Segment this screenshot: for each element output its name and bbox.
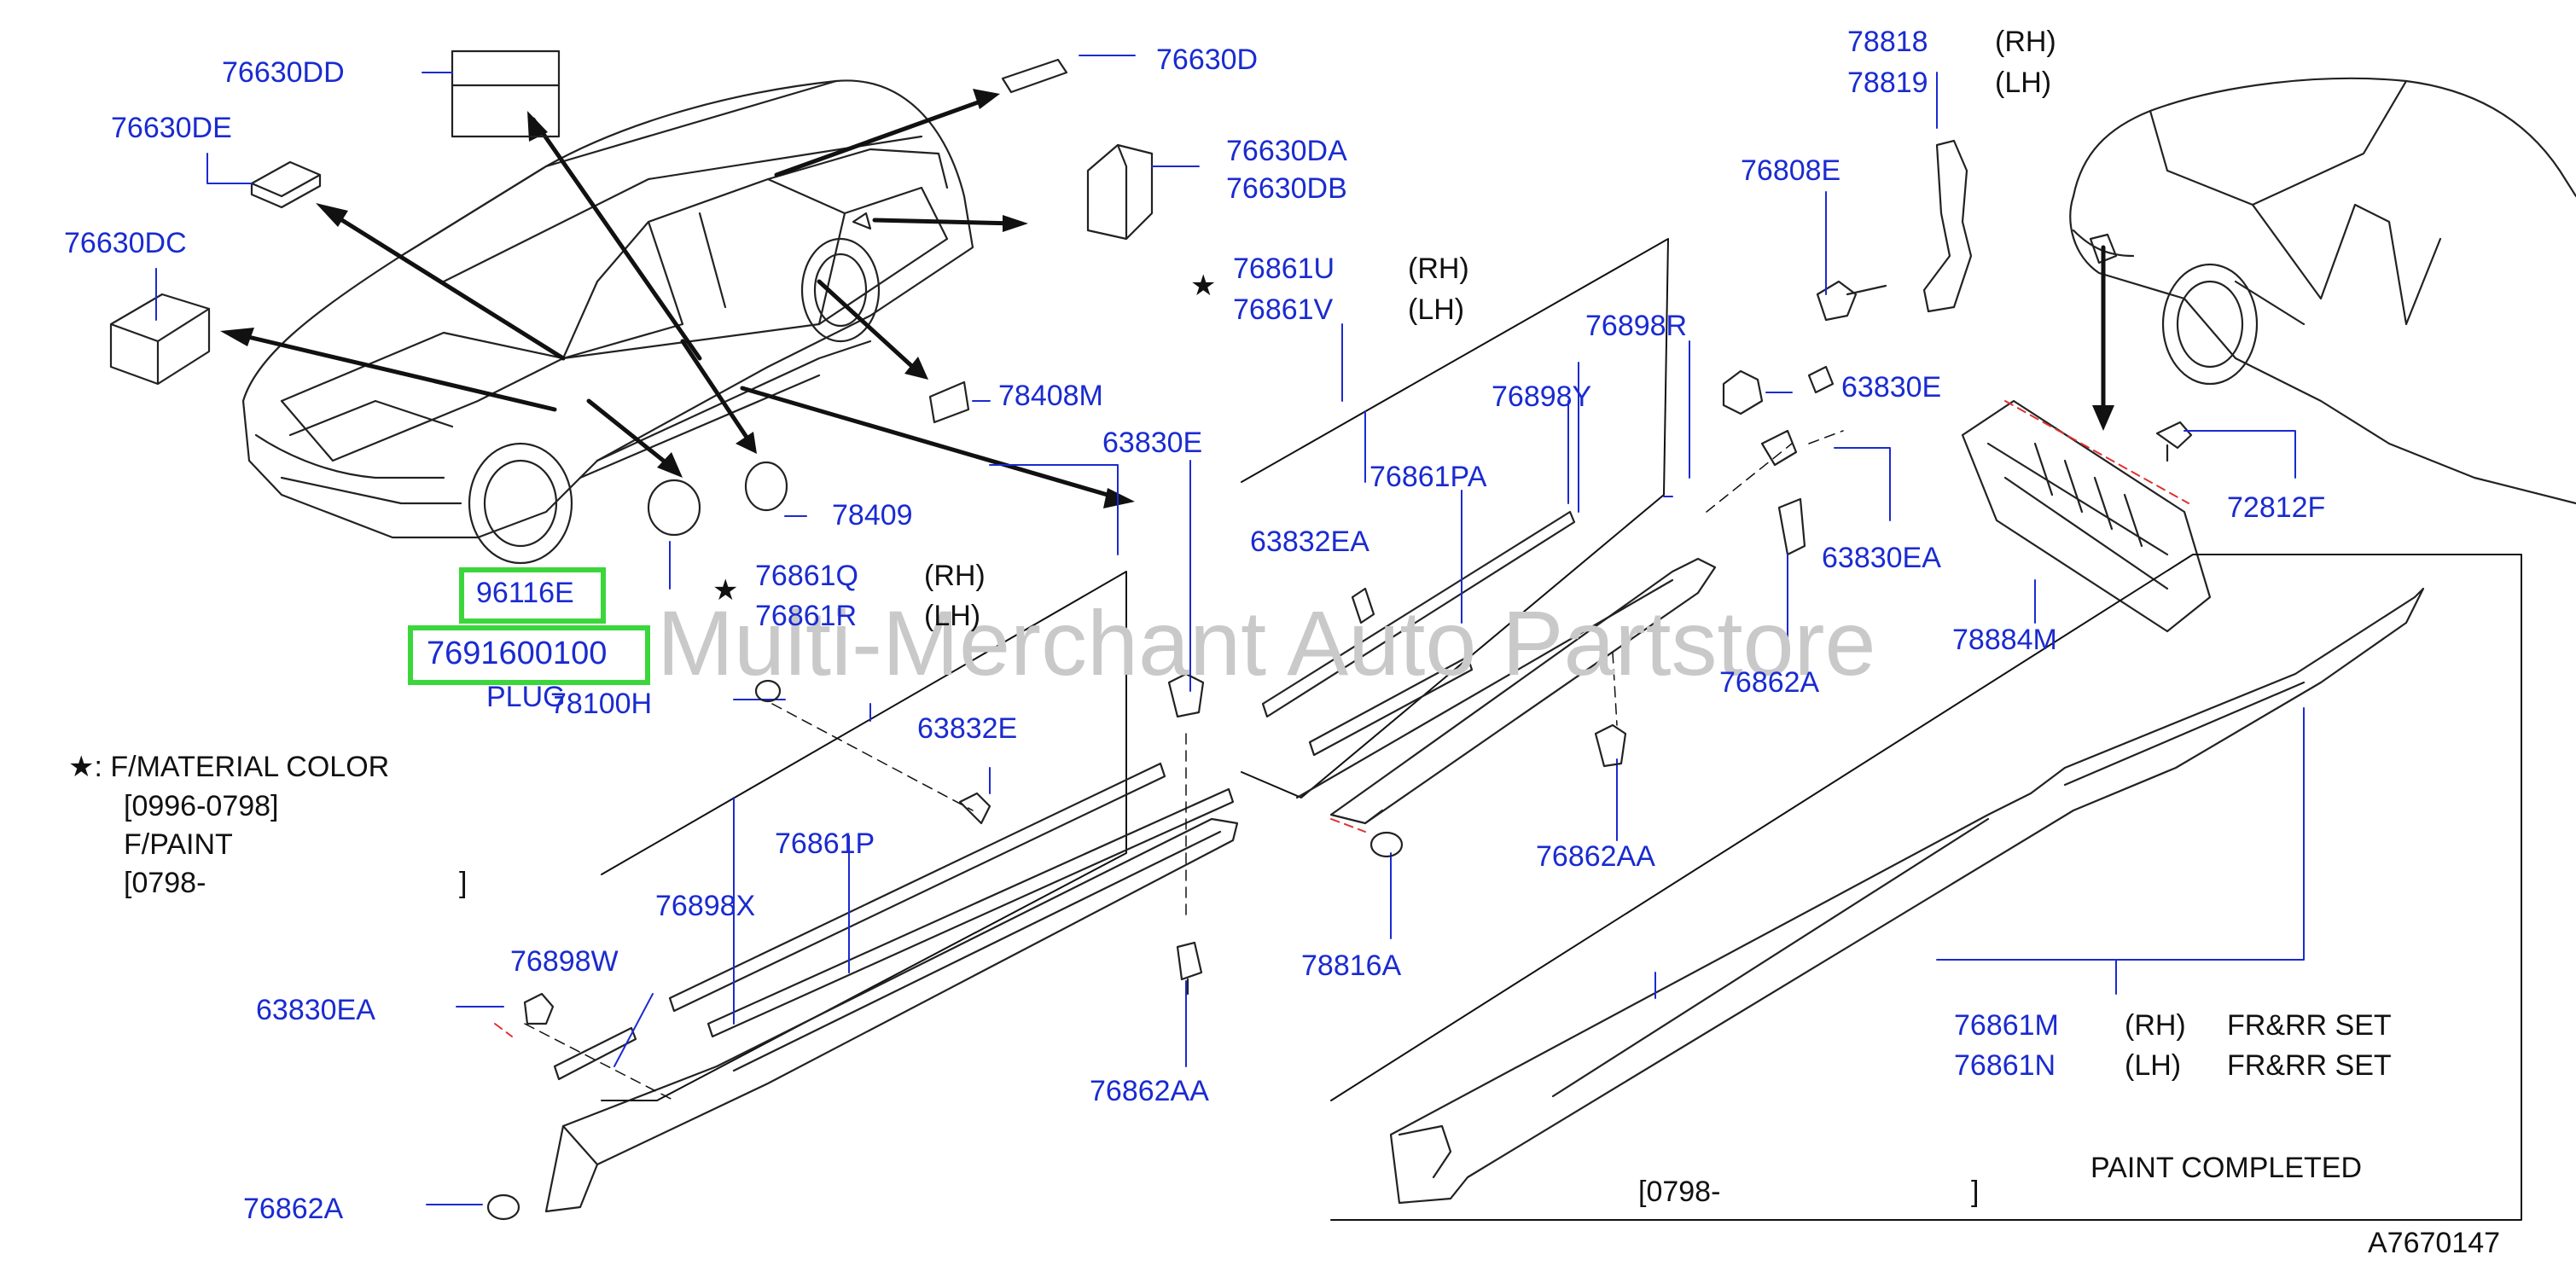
highlight-box-7691600100 <box>408 625 650 685</box>
label-plug: PLUG <box>486 681 566 713</box>
label-78818[interactable]: 78818 <box>1847 26 1928 58</box>
label-76861P[interactable]: 76861P <box>775 828 875 860</box>
label-76862A-mid[interactable]: 76862A <box>1719 666 1820 699</box>
label-76862AA-mid[interactable]: 76862AA <box>1536 840 1655 873</box>
label-76861V[interactable]: 76861V <box>1233 293 1334 326</box>
suffix-set-76861M: FR&RR SET <box>2227 1009 2392 1042</box>
label-63830E-top[interactable]: 63830E <box>1102 427 1203 459</box>
paint-date-open: [0798- <box>1638 1176 1721 1208</box>
suffix-rh-76861Q: (RH) <box>924 560 986 592</box>
label-76861R[interactable]: 76861R <box>755 600 858 632</box>
legend-line-2: [0996-0798] <box>124 790 279 822</box>
paint-completed-label: PAINT COMPLETED <box>2090 1152 2363 1184</box>
suffix-rh-76861U: (RH) <box>1408 253 1469 285</box>
label-76861U[interactable]: 76861U <box>1233 253 1335 285</box>
label-76630DB[interactable]: 76630DB <box>1226 172 1347 205</box>
suffix-rh-78818: (RH) <box>1995 26 2056 58</box>
label-76861PA[interactable]: 76861PA <box>1369 461 1487 493</box>
label-76898X[interactable]: 76898X <box>655 890 756 922</box>
callout-arrows <box>228 96 1125 502</box>
suffix-lh-76861R: (LH) <box>924 600 981 632</box>
label-76862AA-left[interactable]: 76862AA <box>1090 1075 1209 1107</box>
label-78409[interactable]: 78409 <box>832 499 913 531</box>
star-icon: ★ <box>1190 270 1217 302</box>
frame-76861U <box>1241 238 1669 799</box>
label-63832EA[interactable]: 63832EA <box>1250 526 1369 558</box>
label-63830EA-left[interactable]: 63830EA <box>256 994 375 1026</box>
label-72812F[interactable]: 72812F <box>2227 491 2326 524</box>
label-76630D[interactable]: 76630D <box>1156 44 1259 76</box>
mud-guard-78884M <box>1961 399 2212 633</box>
emblem-76630DD <box>451 49 561 87</box>
label-76630DC[interactable]: 76630DC <box>64 227 187 259</box>
label-63832E[interactable]: 63832E <box>917 712 1018 745</box>
label-76861Q[interactable]: 76861Q <box>755 560 858 592</box>
label-76861N[interactable]: 76861N <box>1954 1049 2056 1082</box>
label-76630DD[interactable]: 76630DD <box>222 56 345 89</box>
leader-lines <box>155 55 2305 1205</box>
label-76630DA[interactable]: 76630DA <box>1226 135 1347 167</box>
legend-line-1: ★: F/MATERIAL COLOR <box>68 751 390 783</box>
frame-76861M <box>1330 554 2522 1221</box>
diagram-id: A7670147 <box>2368 1227 2501 1259</box>
label-63830EA-right[interactable]: 63830EA <box>1822 542 1941 574</box>
suffix-lh-76861N: (LH) <box>2125 1049 2182 1082</box>
paint-date-close: ] <box>1971 1176 1980 1208</box>
label-96116E[interactable]: 96116E <box>476 577 574 609</box>
rear-car-illustration <box>2069 77 2576 505</box>
label-76808E[interactable]: 76808E <box>1741 154 1841 187</box>
suffix-lh-78819: (LH) <box>1995 67 2052 99</box>
label-63830E-mid[interactable]: 63830E <box>1841 371 1942 404</box>
label-78819[interactable]: 78819 <box>1847 67 1928 99</box>
label-78816A[interactable]: 78816A <box>1301 950 1402 982</box>
star-icon: ★ <box>712 574 739 607</box>
label-76861M[interactable]: 76861M <box>1954 1009 2059 1042</box>
legend-line-4-end: ] <box>459 867 468 899</box>
legend-line-3: F/PAINT <box>124 828 233 861</box>
watermark: Multi-Merchant Auto Partstore <box>657 591 1876 694</box>
label-76630DE[interactable]: 76630DE <box>111 112 232 144</box>
label-76862A-left[interactable]: 76862A <box>243 1193 344 1225</box>
label-76898W[interactable]: 76898W <box>510 945 619 978</box>
front-car-illustration <box>241 79 974 565</box>
suffix-rh-76861M: (RH) <box>2125 1009 2186 1042</box>
label-78408M[interactable]: 78408M <box>998 380 1103 412</box>
suffix-set-76861N: FR&RR SET <box>2227 1049 2392 1082</box>
label-7691600100[interactable]: 7691600100 <box>427 636 608 671</box>
legend-line-4: [0798- <box>124 867 206 899</box>
highlight-box-96116E <box>459 567 606 624</box>
label-76898R[interactable]: 76898R <box>1585 310 1688 342</box>
suffix-lh-76861V: (LH) <box>1408 293 1465 326</box>
label-78100H[interactable]: 78100H <box>550 688 653 720</box>
label-78884M[interactable]: 78884M <box>1952 624 2057 656</box>
label-76898Y[interactable]: 76898Y <box>1492 380 1592 413</box>
